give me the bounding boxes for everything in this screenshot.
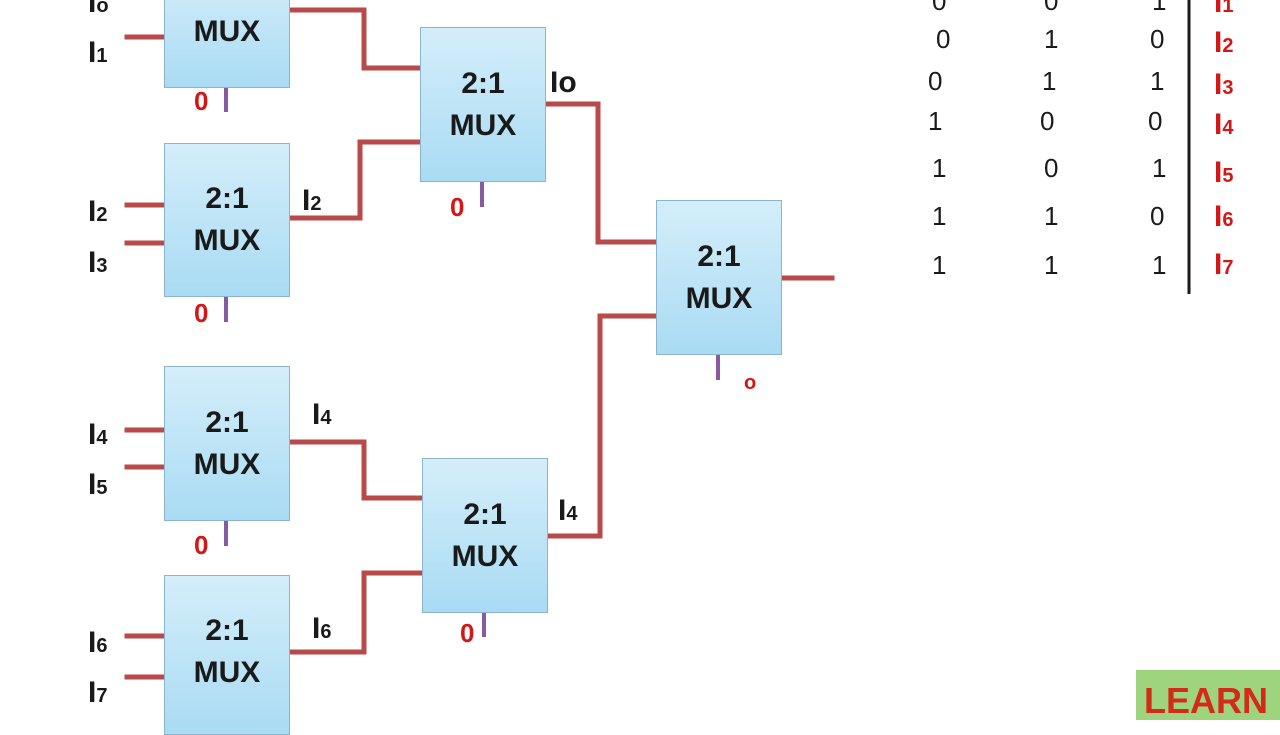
mux-label: MUX xyxy=(193,15,261,48)
table-cell: 1 xyxy=(1150,66,1165,96)
table-cell: 1 xyxy=(1152,250,1167,280)
mux-ratio-label: 2:1 xyxy=(205,405,249,439)
table-cell: 0 xyxy=(1044,0,1059,16)
mux-ratio-label: 2:1 xyxy=(697,239,741,273)
wire-mux2-to-mux5 xyxy=(287,139,423,221)
select-value-mux6: 0 xyxy=(460,618,475,648)
input-label-i1: I1 xyxy=(88,36,108,69)
table-cell: 0 xyxy=(1150,201,1165,231)
table-output: I1 xyxy=(1214,0,1234,19)
mux-block-2: 2:1 MUX xyxy=(164,143,290,297)
input-label-i3: I3 xyxy=(88,246,108,279)
mux-label: MUX xyxy=(193,447,261,481)
table-cell: 1 xyxy=(1044,24,1059,54)
wire-mux5-to-mux7 xyxy=(543,101,659,245)
wire-mux4-to-mux6 xyxy=(287,570,425,655)
table-output: I2 xyxy=(1214,26,1234,59)
table-cell: 0 xyxy=(936,24,951,54)
wire-mux3-to-mux6 xyxy=(287,439,425,501)
input-label-i2: I2 xyxy=(88,195,108,228)
mux-block-6: 2:1 MUX xyxy=(422,458,548,613)
wire-mux6-to-mux7 xyxy=(544,313,659,539)
select-value-mux2: 0 xyxy=(194,298,209,328)
mux5-output-label: Io xyxy=(550,66,577,99)
mux-ratio-label: 2:1 xyxy=(461,66,505,100)
table-cell: 0 xyxy=(1044,153,1059,183)
mux-block-5: 2:1 MUX xyxy=(420,27,546,182)
wires-layer xyxy=(124,0,1191,680)
mux-ratio-label: 2:1 xyxy=(463,497,507,531)
mux-block-3: 2:1 MUX xyxy=(164,366,290,521)
mux-block-4: 2:1 MUX xyxy=(164,575,290,735)
table-output: I4 xyxy=(1214,108,1234,141)
select-value-mux5: 0 xyxy=(450,192,465,222)
mux-label: MUX xyxy=(193,224,261,257)
table-cell: 0 xyxy=(1040,106,1055,136)
input-label-i5: I5 xyxy=(88,468,108,501)
table-cell: 1 xyxy=(932,250,947,280)
mux3-output-label: I4 xyxy=(312,398,332,431)
mux-block-1: MUX xyxy=(164,0,290,88)
table-cell: 0 xyxy=(932,0,947,16)
table-output: I7 xyxy=(1214,248,1234,281)
table-cell: 1 xyxy=(932,201,947,231)
mux-ratio-label: 2:1 xyxy=(205,182,249,215)
mux-label: MUX xyxy=(193,656,261,689)
mux6-output-label: I4 xyxy=(558,494,578,527)
mux-label: MUX xyxy=(451,539,519,573)
table-cell: 1 xyxy=(1152,0,1167,16)
input-label-i4: I4 xyxy=(88,418,108,451)
table-cell: 1 xyxy=(1042,66,1057,96)
mux-ratio-label: 2:1 xyxy=(205,614,249,647)
table-output: I6 xyxy=(1214,200,1234,233)
mux-label: MUX xyxy=(685,281,753,315)
input-label-i7: I7 xyxy=(88,676,108,709)
diagram-canvas: MUX 2:1 MUX 2:1 MUX 2:1 MUX 2:1 MUX 2:1 … xyxy=(88,0,1280,735)
table-cell: 1 xyxy=(928,106,943,136)
table-cell: 1 xyxy=(1044,250,1059,280)
select-value-mux3: 0 xyxy=(194,530,209,560)
table-cell: 1 xyxy=(1044,201,1059,231)
table-output: I5 xyxy=(1214,156,1234,189)
wire-mux1-to-mux5 xyxy=(287,7,423,71)
table-cell: 0 xyxy=(928,66,943,96)
mux-label: MUX xyxy=(449,108,517,142)
mux4-output-label: I6 xyxy=(312,612,332,645)
mux-block-7: 2:1 MUX xyxy=(656,200,782,355)
input-label-i0: Io xyxy=(88,0,109,19)
input-label-i6: I6 xyxy=(88,626,108,659)
table-cell: 0 xyxy=(1150,24,1165,54)
table-output: I3 xyxy=(1214,68,1234,101)
mux2-output-label: I2 xyxy=(302,184,322,217)
select-value-mux1: 0 xyxy=(194,86,209,116)
table-cell: 1 xyxy=(1152,153,1167,183)
select-value-mux7: o xyxy=(744,372,757,394)
table-cell: 1 xyxy=(932,153,947,183)
table-cell: 0 xyxy=(1148,106,1163,136)
learn-logo: LEARN xyxy=(1136,670,1280,720)
